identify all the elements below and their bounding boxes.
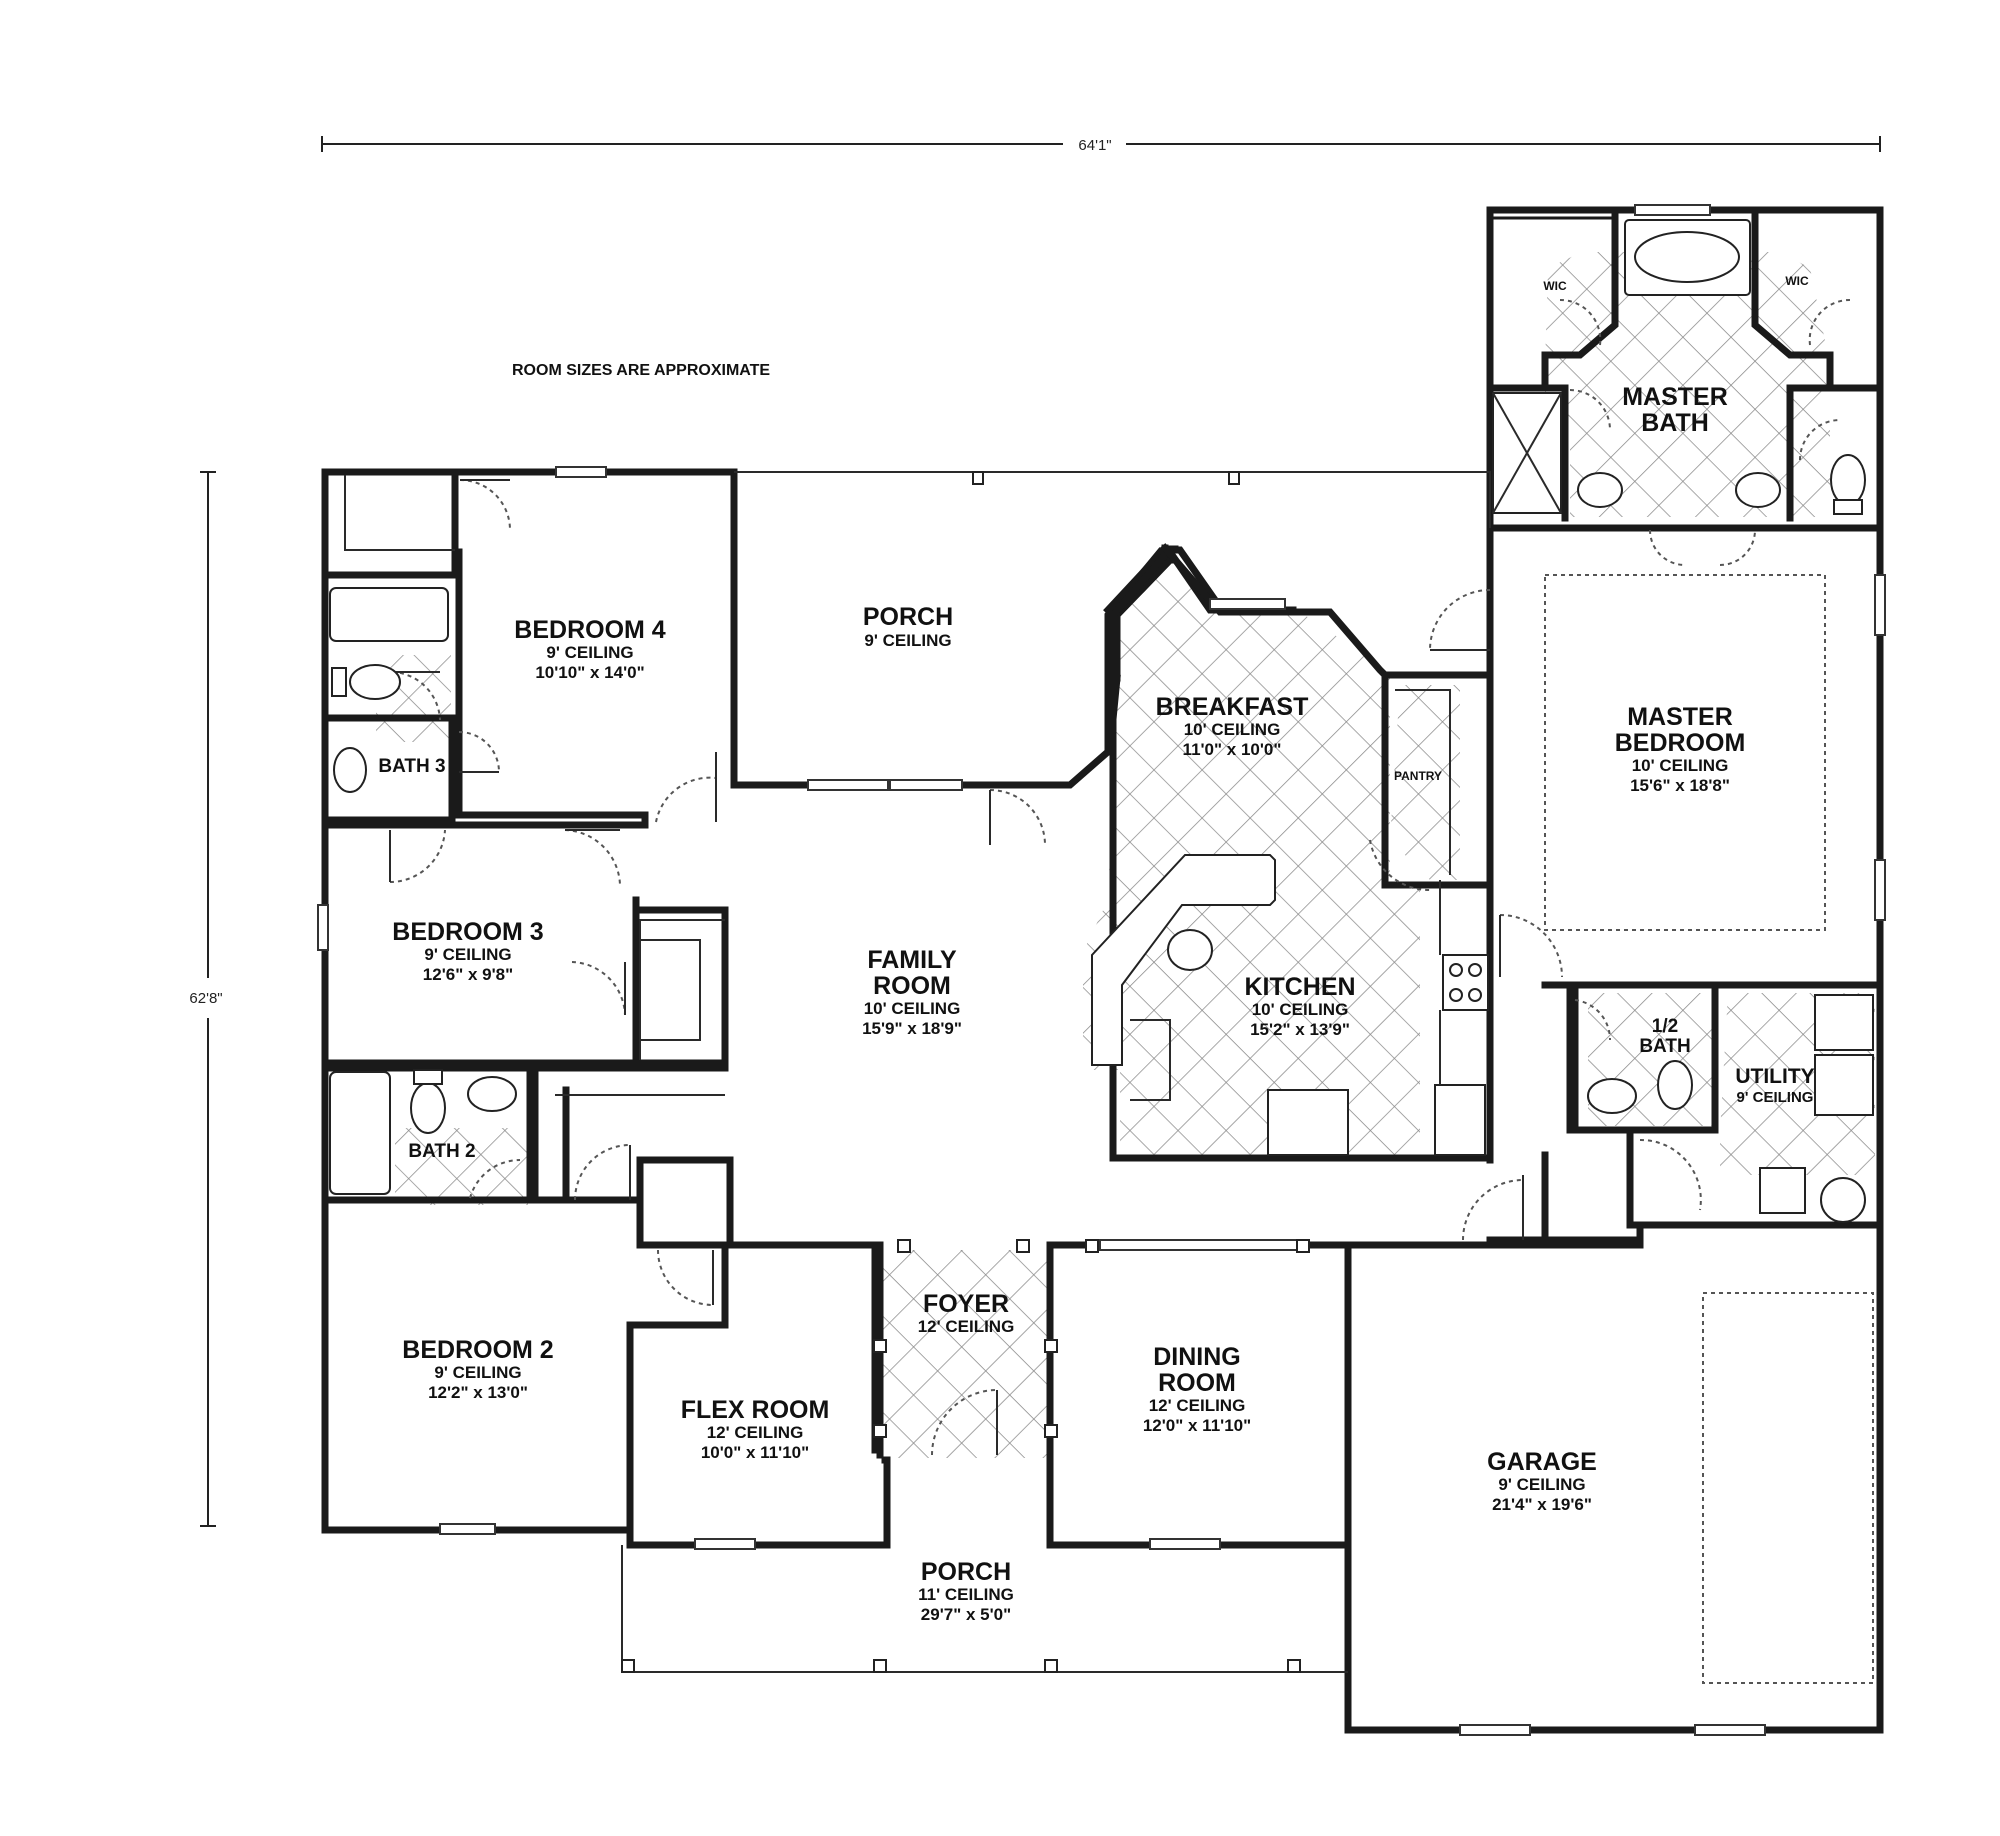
bath3-tub xyxy=(329,587,449,642)
family-room-ceiling: 10' CEILING xyxy=(864,999,961,1018)
bath3-toilet xyxy=(349,664,401,700)
flex-room-size: 10'0" x 11'10" xyxy=(701,1443,809,1462)
bedroom3-ceiling: 9' CEILING xyxy=(424,945,511,964)
kitchen-ceiling: 10' CEILING xyxy=(1252,1000,1349,1019)
width-label: 64'1" xyxy=(1078,137,1111,154)
kitchen-island xyxy=(1091,854,1276,1066)
approximate-note: ROOM SIZES ARE APPROXIMATE xyxy=(512,362,770,379)
master-bedroom-line2: BEDROOM xyxy=(1615,729,1746,757)
fireplace xyxy=(640,939,701,1041)
master-sink-left xyxy=(1577,472,1623,508)
garage-car-outline xyxy=(1702,1292,1874,1684)
bedroom3-name: BEDROOM 3 xyxy=(392,918,543,946)
utility-ceiling: 9' CEILING xyxy=(1737,1089,1814,1106)
bedroom2-size: 12'2" x 13'0" xyxy=(428,1383,528,1402)
porch-front-name: PORCH xyxy=(921,1558,1011,1586)
bath2-tub xyxy=(329,1071,391,1195)
bedroom3-size: 12'6" x 9'8" xyxy=(423,965,513,984)
dining-room-line1: DINING xyxy=(1153,1343,1241,1371)
tiled-floors xyxy=(376,252,1875,1458)
breakfast-name: BREAKFAST xyxy=(1156,693,1309,721)
dining-room-size: 12'0" x 11'10" xyxy=(1143,1416,1251,1435)
water-heater xyxy=(1820,1177,1866,1223)
washer xyxy=(1814,994,1874,1051)
master-toilet xyxy=(1830,454,1866,506)
bath3-name: BATH 3 xyxy=(378,756,445,777)
master-sink-right xyxy=(1735,472,1781,508)
flex-room-ceiling: 12' CEILING xyxy=(707,1423,804,1442)
porch-rear-ceiling: 9' CEILING xyxy=(864,631,951,650)
fixtures xyxy=(329,219,1874,1684)
porch-front-ceiling: 11' CEILING xyxy=(918,1585,1014,1604)
dryer xyxy=(1814,1054,1874,1116)
refrigerator xyxy=(1267,1089,1349,1156)
breakfast-size: 11'0" x 10'0" xyxy=(1183,740,1282,759)
utility-sink xyxy=(1759,1167,1806,1214)
half-bath-sink xyxy=(1587,1078,1637,1114)
dining-room-ceiling: 12' CEILING xyxy=(1149,1396,1246,1415)
master-bath-line2: BATH xyxy=(1641,409,1709,437)
half-bath-line2: BATH xyxy=(1639,1036,1690,1057)
door-swings xyxy=(389,298,1851,1456)
kitchen-size: 15'2" x 13'9" xyxy=(1250,1020,1350,1039)
wic-left-name: WIC xyxy=(1543,279,1567,293)
bedroom2-name: BEDROOM 2 xyxy=(402,1336,553,1364)
kitchen-sink xyxy=(1167,929,1213,971)
kitchen-name: KITCHEN xyxy=(1244,973,1355,1001)
foyer-ceiling: 12' CEILING xyxy=(918,1317,1015,1336)
foyer-name: FOYER xyxy=(923,1290,1009,1318)
depth-dimension: 62'8" xyxy=(189,471,223,1527)
flex-room-name: FLEX ROOM xyxy=(681,1396,830,1424)
range xyxy=(1442,954,1489,1011)
utility-name: UTILITY xyxy=(1735,1065,1814,1088)
garage-size: 21'4" x 19'6" xyxy=(1492,1495,1592,1514)
half-bath-line1: 1/2 xyxy=(1652,1016,1678,1037)
master-bedroom-size: 15'6" x 18'8" xyxy=(1630,776,1730,795)
bath2-toilet xyxy=(410,1082,446,1134)
bath2-name: BATH 2 xyxy=(408,1141,475,1162)
porch-posts xyxy=(621,471,1310,1673)
half-bath-toilet xyxy=(1657,1060,1693,1110)
family-room-size: 15'9" x 18'9" xyxy=(862,1019,962,1038)
bath3-sink xyxy=(333,747,367,793)
pantry-name: PANTRY xyxy=(1394,769,1442,783)
bedroom4-ceiling: 9' CEILING xyxy=(546,643,633,662)
family-room-line2: ROOM xyxy=(873,972,951,1000)
garage-ceiling: 9' CEILING xyxy=(1498,1475,1585,1494)
depth-label: 62'8" xyxy=(189,990,222,1007)
master-bath-line1: MASTER xyxy=(1622,383,1728,411)
wic-right-name: WIC xyxy=(1785,274,1809,288)
master-bedroom-line1: MASTER xyxy=(1627,703,1733,731)
family-room-line1: FAMILY xyxy=(867,946,957,974)
bedroom2-ceiling: 9' CEILING xyxy=(434,1363,521,1382)
width-dimension: 64'1" xyxy=(321,136,1881,154)
bedroom4-name: BEDROOM 4 xyxy=(514,616,666,644)
master-bed-outline xyxy=(1544,574,1826,931)
dishwasher xyxy=(1434,1084,1486,1156)
dining-room-line2: ROOM xyxy=(1158,1369,1236,1397)
garage-name: GARAGE xyxy=(1487,1448,1597,1476)
bedroom4-size: 10'10" x 14'0" xyxy=(535,663,644,682)
windows xyxy=(317,204,1886,1736)
master-bedroom-ceiling: 10' CEILING xyxy=(1632,756,1729,775)
porch-front-size: 29'7" x 5'0" xyxy=(921,1605,1011,1624)
porch-rear-name: PORCH xyxy=(863,603,953,631)
room-labels: BEDROOM 4 9' CEILING 10'10" x 14'0" PORC… xyxy=(378,274,1814,1624)
breakfast-ceiling: 10' CEILING xyxy=(1184,720,1281,739)
bath2-sink xyxy=(467,1076,517,1112)
